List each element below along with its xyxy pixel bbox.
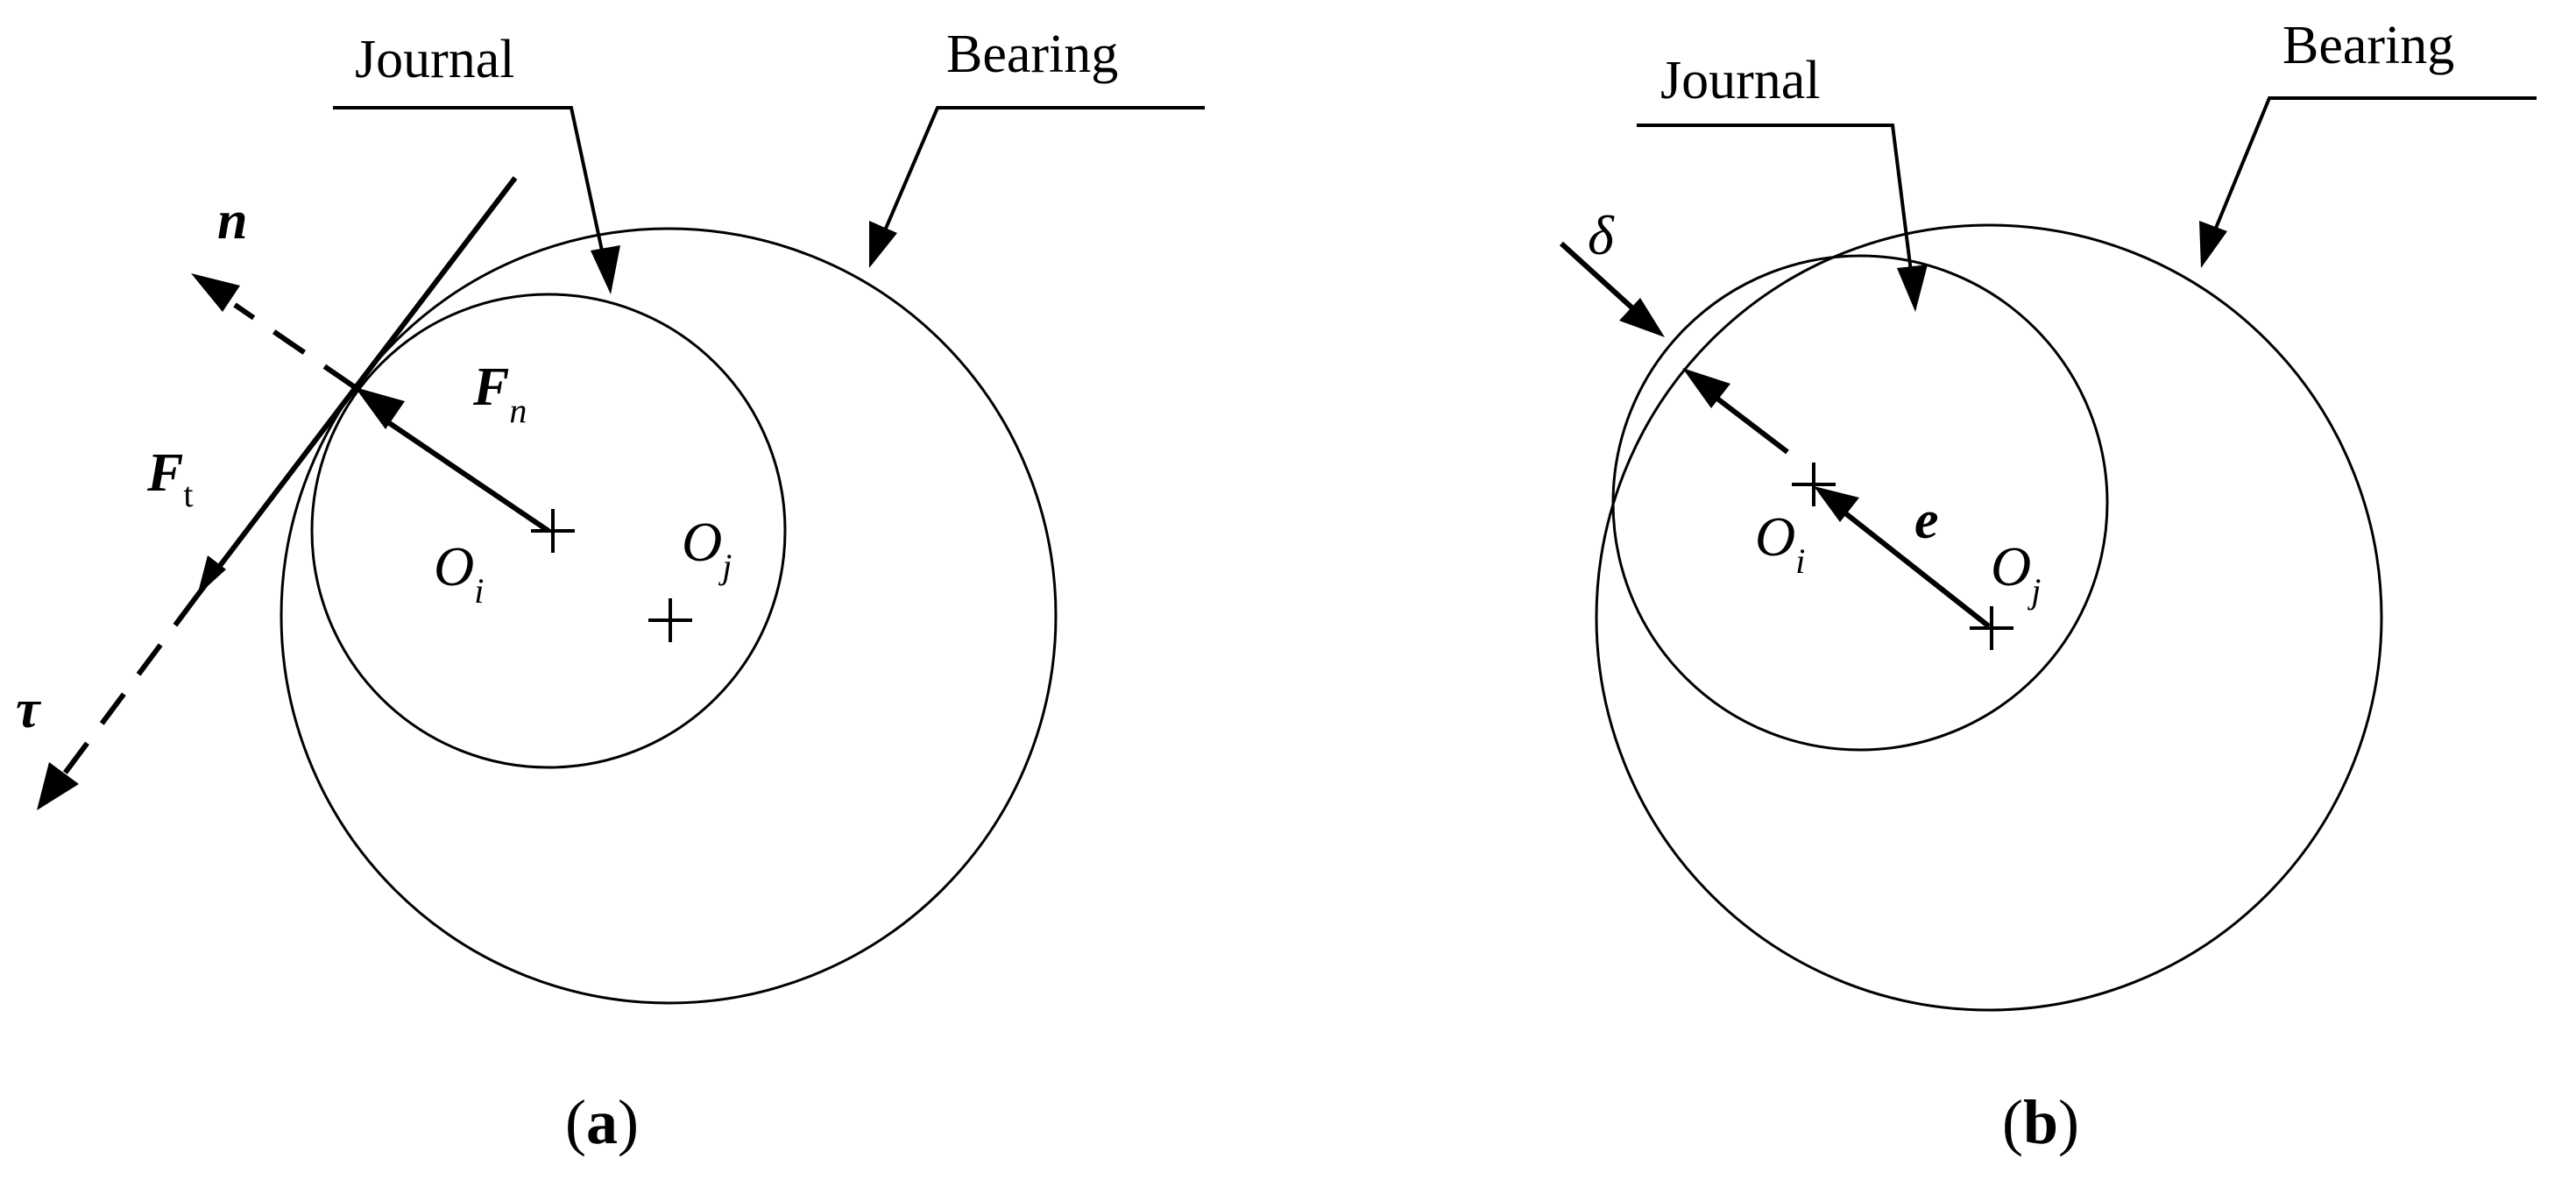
journal-leader-b (1637, 124, 1914, 279)
radial-arrow-line (1716, 396, 1789, 455)
oi-label-a: Oi (434, 535, 484, 611)
fn-arrowhead (355, 387, 405, 429)
delta-label: δ (1588, 204, 1615, 266)
n-label: n (217, 191, 247, 251)
journal-leader-a (333, 106, 606, 264)
bearing-circle-a (280, 227, 1058, 1005)
ft-arrowhead (197, 555, 226, 596)
caption-a: (a) (565, 1087, 639, 1157)
bearing-label-b: Bearing (2282, 16, 2454, 75)
panel-b: Journal Bearing δ e Oi Oj (b) (1559, 16, 2537, 1157)
journal-leader-arrowhead-b (1897, 265, 1928, 312)
panel-a: Journal Bearing n τ Fn Ft Oi Oj (a) (16, 25, 1205, 1157)
fn-label: Fn (472, 357, 527, 430)
n-dashed-line (233, 302, 357, 390)
e-label: e (1914, 491, 1939, 550)
caption-b: (b) (2002, 1087, 2079, 1157)
tau-label: τ (16, 680, 42, 739)
bearing-leader-arrowhead-a (869, 221, 897, 268)
tau-dashed-line (59, 594, 200, 780)
bearing-leader-a (881, 106, 1205, 237)
oi-label-b: Oi (1755, 505, 1805, 581)
n-arrowhead (191, 273, 240, 312)
oj-label-b: Oj (1991, 535, 2041, 611)
radial-arrowhead (1682, 368, 1730, 408)
delta-arrow-line (1559, 241, 1641, 316)
center-cross-oi-a (531, 509, 575, 553)
center-cross-oi-b (1792, 463, 1836, 506)
journal-label-a: Journal (355, 30, 515, 89)
ft-label: Ft (146, 443, 193, 514)
center-cross-oj-b (1970, 606, 2013, 650)
journal-label-b: Journal (1660, 51, 1821, 110)
bearing-circle-b (1595, 223, 2383, 1012)
center-cross-oj-a (648, 598, 692, 642)
journal-circle-b (1611, 254, 2109, 752)
bearing-leader-arrowhead-b (2199, 221, 2227, 268)
delta-arrowhead (1619, 298, 1665, 337)
bearing-leader-b (2211, 96, 2537, 237)
tau-arrowhead (37, 762, 79, 810)
tangent-line-a (195, 176, 518, 597)
e-arrowhead (1814, 486, 1859, 522)
bearing-label-a: Bearing (946, 25, 1118, 84)
e-arrow-line (1843, 510, 1991, 629)
journal-leader-arrowhead-a (591, 245, 620, 294)
oj-label-a: Oj (682, 511, 732, 586)
journal-circle-a (310, 293, 787, 769)
fn-arrow-line (384, 418, 550, 533)
